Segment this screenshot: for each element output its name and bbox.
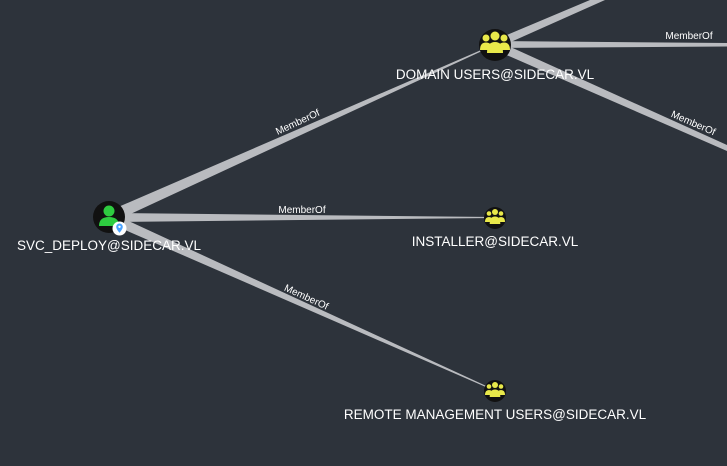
group-icon <box>485 382 505 397</box>
node-svc-deploy-label: SVC_DEPLOY@SIDECAR.VL <box>17 238 202 253</box>
node-installer[interactable]: INSTALLER@SIDECAR.VL <box>412 207 579 249</box>
edge-svc-to-installer[interactable] <box>109 213 495 222</box>
user-icon <box>99 205 119 226</box>
node-remote-management-users-label: REMOTE MANAGEMENT USERS@SIDECAR.VL <box>344 407 647 422</box>
edge-domain-users-to-right[interactable] <box>495 41 727 48</box>
edge-domain-users-to-top-right[interactable] <box>495 0 605 49</box>
edge-label-svc-to-installer: MemberOf <box>278 205 325 216</box>
group-icon <box>480 31 510 53</box>
group-icon <box>485 209 505 224</box>
edge-domain-users-to-lower-right[interactable] <box>495 40 727 151</box>
node-svc-deploy[interactable]: SVC_DEPLOY@SIDECAR.VL <box>17 201 202 253</box>
edges <box>109 0 727 391</box>
node-domain-users[interactable]: DOMAIN USERS@SIDECAR.VL <box>396 29 595 82</box>
edge-svc-to-remote-mgmt[interactable] <box>109 212 495 391</box>
edge-label-domain-users-to-right: MemberOf <box>665 31 712 42</box>
edge-svc-to-domain-users[interactable] <box>109 44 495 224</box>
node-domain-users-label: DOMAIN USERS@SIDECAR.VL <box>396 67 595 82</box>
node-remote-management-users[interactable]: REMOTE MANAGEMENT USERS@SIDECAR.VL <box>344 380 647 422</box>
node-installer-label: INSTALLER@SIDECAR.VL <box>412 234 579 249</box>
location-pin-icon <box>112 221 127 236</box>
